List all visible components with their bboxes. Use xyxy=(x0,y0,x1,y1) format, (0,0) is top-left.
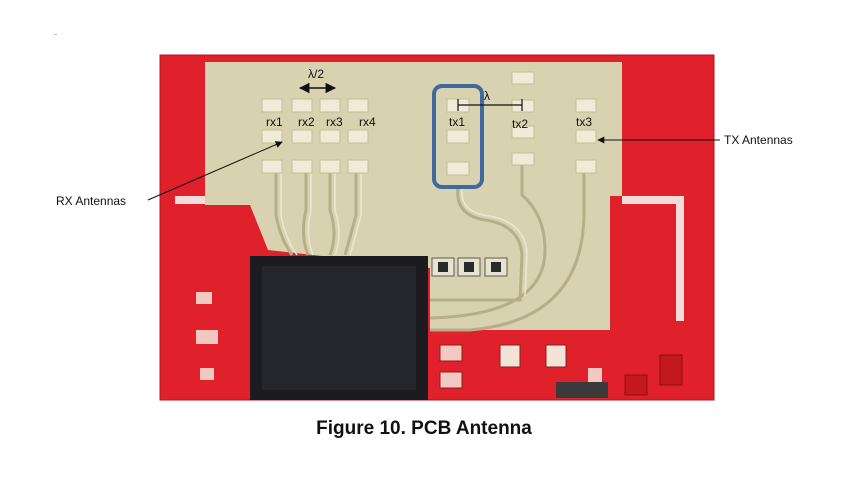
label-rx3: rx3 xyxy=(326,115,343,129)
board-components xyxy=(196,257,683,398)
tx-callout-label: TX Antennas xyxy=(724,133,793,147)
label-tx2: tx2 xyxy=(512,117,528,131)
tx1-highlight-box xyxy=(432,84,484,189)
tx-feed-traces xyxy=(429,165,586,332)
label-tx1: tx1 xyxy=(449,115,465,129)
scan-dot xyxy=(54,34,57,35)
tx-spacing-label: λ xyxy=(484,89,490,103)
rx-callout-arrow xyxy=(147,141,283,201)
rx-spacing-label: λ/2 xyxy=(308,67,324,81)
label-rx2: rx2 xyxy=(298,115,315,129)
rx-callout-label: RX Antennas xyxy=(56,194,126,208)
label-rx1: rx1 xyxy=(266,115,283,129)
tx-antenna-labels: tx1 tx2 tx3 xyxy=(449,115,592,131)
label-rx4: rx4 xyxy=(359,115,376,129)
rx-antenna-labels: rx1 rx2 rx3 rx4 xyxy=(266,115,376,129)
rx-feed-traces xyxy=(274,172,362,256)
pcb-photo xyxy=(159,54,715,401)
tx-spacing-bracket xyxy=(457,99,523,111)
tx-pads xyxy=(446,71,597,176)
figure-caption: Figure 10. PCB Antenna xyxy=(316,418,532,439)
label-tx3: tx3 xyxy=(576,115,592,129)
rx-pads xyxy=(261,98,369,174)
